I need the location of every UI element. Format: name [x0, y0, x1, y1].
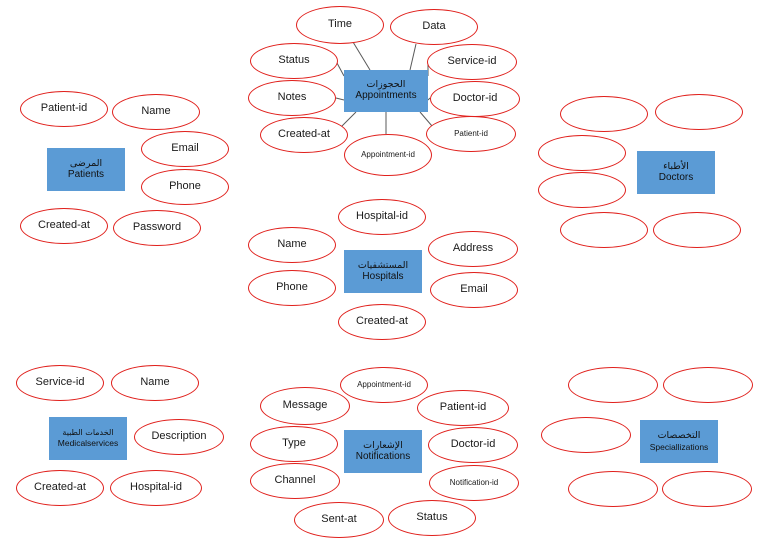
attribute-empty [560, 96, 648, 132]
attribute-created-at: Created-at [16, 470, 104, 506]
attribute-empty [538, 135, 626, 171]
entity-english-label: Notifications [355, 450, 411, 462]
entity-arabic-label: الخدمات الطبية [62, 428, 114, 438]
attribute-notification-id: Notification-id [429, 465, 519, 501]
attribute-patient-id: Patient-id [20, 91, 108, 127]
attribute-empty [653, 212, 741, 248]
attribute-empty [541, 417, 631, 453]
entity-arabic-label: المرضى [69, 157, 103, 169]
connector-line [427, 97, 431, 101]
attribute-created-at: Created-at [338, 304, 426, 340]
attribute-empty [568, 471, 658, 507]
entity-english-label: Speciallizations [649, 441, 709, 452]
attribute-hospital-id: Hospital-id [338, 199, 426, 235]
entity-arabic-label: الأطباء [663, 160, 689, 172]
attribute-notes: Notes [248, 80, 336, 116]
entity-english-label: Patients [67, 168, 105, 180]
attribute-message: Message [260, 387, 350, 425]
attribute-sent-at: Sent-at [294, 502, 384, 538]
entity-arabic-label: المستشفيات [357, 259, 409, 271]
connector-line [339, 111, 357, 129]
attribute-status: Status [388, 500, 476, 536]
attribute-empty [538, 172, 626, 208]
entity-arabic-label: الحجوزات [366, 79, 406, 91]
attribute-appointment-id: Appointment-id [344, 134, 432, 176]
attribute-address: Address [428, 231, 518, 267]
attribute-name: Name [248, 227, 336, 263]
entity-arabic-label: التخصصات [657, 430, 701, 442]
attribute-appointment-id: Appointment-id [340, 367, 428, 403]
attribute-empty [662, 471, 752, 507]
entity-specializations: التخصصات Speciallizations [640, 420, 718, 463]
attribute-time: Time [296, 6, 384, 44]
entity-doctors: الأطباء Doctors [637, 151, 715, 194]
entity-english-label: Hospitals [362, 270, 404, 282]
attribute-doctor-id: Doctor-id [428, 427, 518, 463]
attribute-data: Data [390, 9, 478, 45]
attribute-empty [663, 367, 753, 403]
attribute-channel: Channel [250, 463, 340, 499]
attribute-created-at: Created-at [260, 117, 348, 153]
connector-line [336, 62, 345, 77]
attribute-hospital-id: Hospital-id [110, 470, 202, 506]
attribute-email: Email [141, 131, 229, 167]
attribute-description: Description [134, 419, 224, 455]
entity-arabic-label: الإشعارات [363, 439, 403, 451]
attribute-status: Status [250, 43, 338, 79]
attribute-name: Name [111, 365, 199, 401]
attribute-empty [568, 367, 658, 403]
attribute-empty [560, 212, 648, 248]
connector-line [335, 97, 345, 101]
connector-line [419, 111, 433, 127]
attribute-phone: Phone [141, 169, 229, 205]
attribute-type: Type [250, 426, 338, 462]
entity-hospitals: المستشفيات Hospitals [344, 250, 422, 293]
attribute-patient-id: Patient-id [426, 116, 516, 152]
attribute-empty [655, 94, 743, 130]
entity-english-label: Medicalservices [57, 437, 119, 448]
attribute-name: Name [112, 94, 200, 130]
attribute-service-id: Service-id [16, 365, 104, 401]
attribute-password: Password [113, 210, 201, 246]
attribute-created-at: Created-at [20, 208, 108, 244]
connector-line [352, 41, 371, 71]
attribute-doctor-id: Doctor-id [430, 81, 520, 117]
connector-line [409, 43, 417, 71]
attribute-service-id: Service-id [427, 44, 517, 80]
entity-medicalservices: الخدمات الطبية Medicalservices [49, 417, 127, 460]
entity-notifications: الإشعارات Notifications [344, 430, 422, 473]
entity-patients: المرضى Patients [47, 148, 125, 191]
entity-english-label: Doctors [658, 171, 694, 183]
attribute-phone: Phone [248, 270, 336, 306]
entity-appointments: الحجوزات Appointments [344, 70, 428, 112]
attribute-email: Email [430, 272, 518, 308]
entity-english-label: Appointments [355, 90, 417, 102]
attribute-patient-id: Patient-id [417, 390, 509, 426]
